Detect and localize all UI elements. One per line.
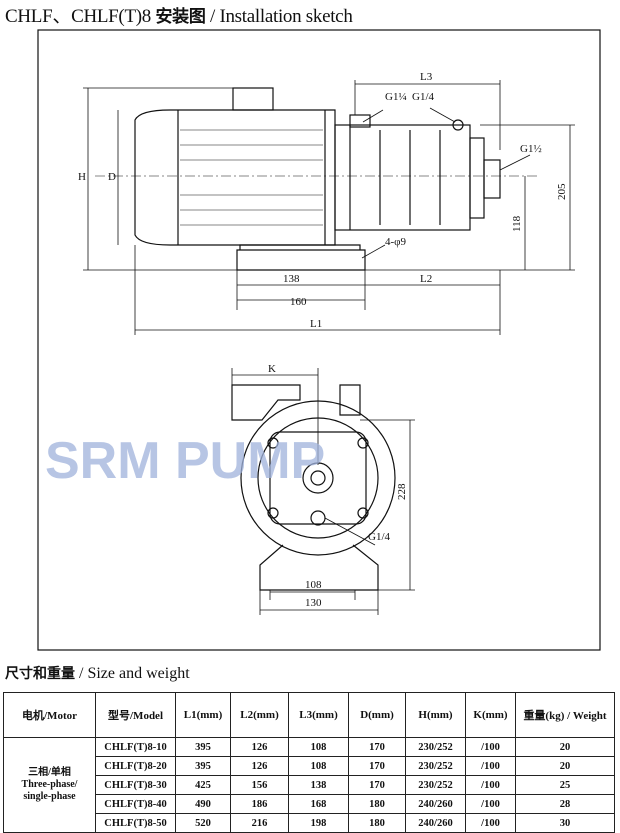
table-cell: 425	[175, 775, 231, 795]
dim-160: 160	[290, 296, 307, 308]
table-cell: 126	[230, 756, 289, 776]
table-cell: CHLF(T)8-10	[95, 737, 176, 757]
col-h: H(mm)	[405, 692, 466, 738]
motor-en1: Three-phase/	[21, 779, 78, 790]
table-cell: 20	[515, 737, 615, 757]
table-cell: 490	[175, 794, 231, 814]
table-cell: 138	[288, 775, 349, 795]
title-cn: 安装图	[155, 7, 206, 27]
table-cell: 126	[230, 737, 289, 757]
section-heading: 尺寸和重量 / Size and weight	[5, 663, 190, 683]
installation-drawing: SRM PUMP L3 G1¼ G1/4 G1½ H D 205 118 4-φ…	[37, 29, 601, 651]
section-en: / Size and weight	[79, 665, 190, 682]
dim-138: 138	[283, 273, 300, 285]
table-cell: 108	[288, 756, 349, 776]
label-holes: 4-φ9	[385, 236, 407, 248]
col-l2: L2(mm)	[230, 692, 289, 738]
col-motor: 电机/Motor	[3, 692, 96, 738]
label-g1-4-front: G1/4	[368, 531, 391, 543]
table-cell: /100	[465, 775, 516, 795]
dim-205: 205	[556, 183, 568, 200]
page-title: CHLF、CHLF(T)8 安装图 / Installation sketch	[5, 1, 353, 28]
table-cell: 395	[175, 756, 231, 776]
col-weight: 重量(kg) / Weight	[515, 692, 615, 738]
table-cell: 395	[175, 737, 231, 757]
dim-130: 130	[305, 597, 322, 609]
label-g1-half: G1½	[520, 143, 542, 155]
size-weight-table: 电机/Motor 型号/Model L1(mm) L2(mm) L3(mm) D…	[3, 692, 615, 833]
table-cell: 170	[348, 737, 406, 757]
table-cell: /100	[465, 756, 516, 776]
dim-228: 228	[396, 483, 408, 500]
table-cell: /100	[465, 794, 516, 814]
table-cell: 230/252	[405, 756, 466, 776]
section-cn: 尺寸和重量	[5, 666, 75, 682]
table-cell: 156	[230, 775, 289, 795]
table-cell: /100	[465, 737, 516, 757]
table-cell: 170	[348, 775, 406, 795]
title-en: / Installation sketch	[210, 6, 353, 27]
table-cell: 186	[230, 794, 289, 814]
table-cell: 28	[515, 794, 615, 814]
table-cell: 108	[288, 737, 349, 757]
table-cell: 20	[515, 756, 615, 776]
side-view	[83, 80, 575, 335]
dim-L1: L1	[310, 318, 322, 330]
col-k: K(mm)	[465, 692, 516, 738]
watermark: SRM PUMP	[45, 432, 325, 490]
table-cell: 168	[288, 794, 349, 814]
table-cell: 180	[348, 794, 406, 814]
label-g1-quarter: G1¼	[385, 91, 407, 103]
drawing-frame	[37, 29, 601, 651]
table-cell: 240/260	[405, 794, 466, 814]
table-cell: 230/252	[405, 737, 466, 757]
title-model: CHLF、CHLF(T)8	[5, 6, 151, 27]
table-cell: 170	[348, 756, 406, 776]
dim-108: 108	[305, 579, 322, 591]
table-header-row: 电机/Motor 型号/Model L1(mm) L2(mm) L3(mm) D…	[3, 692, 615, 738]
col-d: D(mm)	[348, 692, 406, 738]
dim-L3: L3	[420, 71, 433, 83]
table-cell: 230/252	[405, 775, 466, 795]
dim-L2: L2	[420, 273, 432, 285]
motor-cn: 三相/单相	[28, 767, 71, 778]
dim-D: D	[108, 171, 116, 183]
table-cell: CHLF(T)8-30	[95, 775, 176, 795]
col-l3: L3(mm)	[288, 692, 349, 738]
dim-K: K	[268, 363, 276, 375]
col-l1: L1(mm)	[175, 692, 231, 738]
col-model: 型号/Model	[95, 692, 176, 738]
front-view	[231, 368, 415, 615]
dim-118: 118	[511, 215, 523, 232]
table-cell: CHLF(T)8-20	[95, 756, 176, 776]
table-cell: 25	[515, 775, 615, 795]
table-cell: CHLF(T)8-40	[95, 794, 176, 814]
label-g1-4-top: G1/4	[412, 91, 435, 103]
motor-en2: single-phase	[23, 791, 76, 802]
dim-H: H	[78, 171, 86, 183]
